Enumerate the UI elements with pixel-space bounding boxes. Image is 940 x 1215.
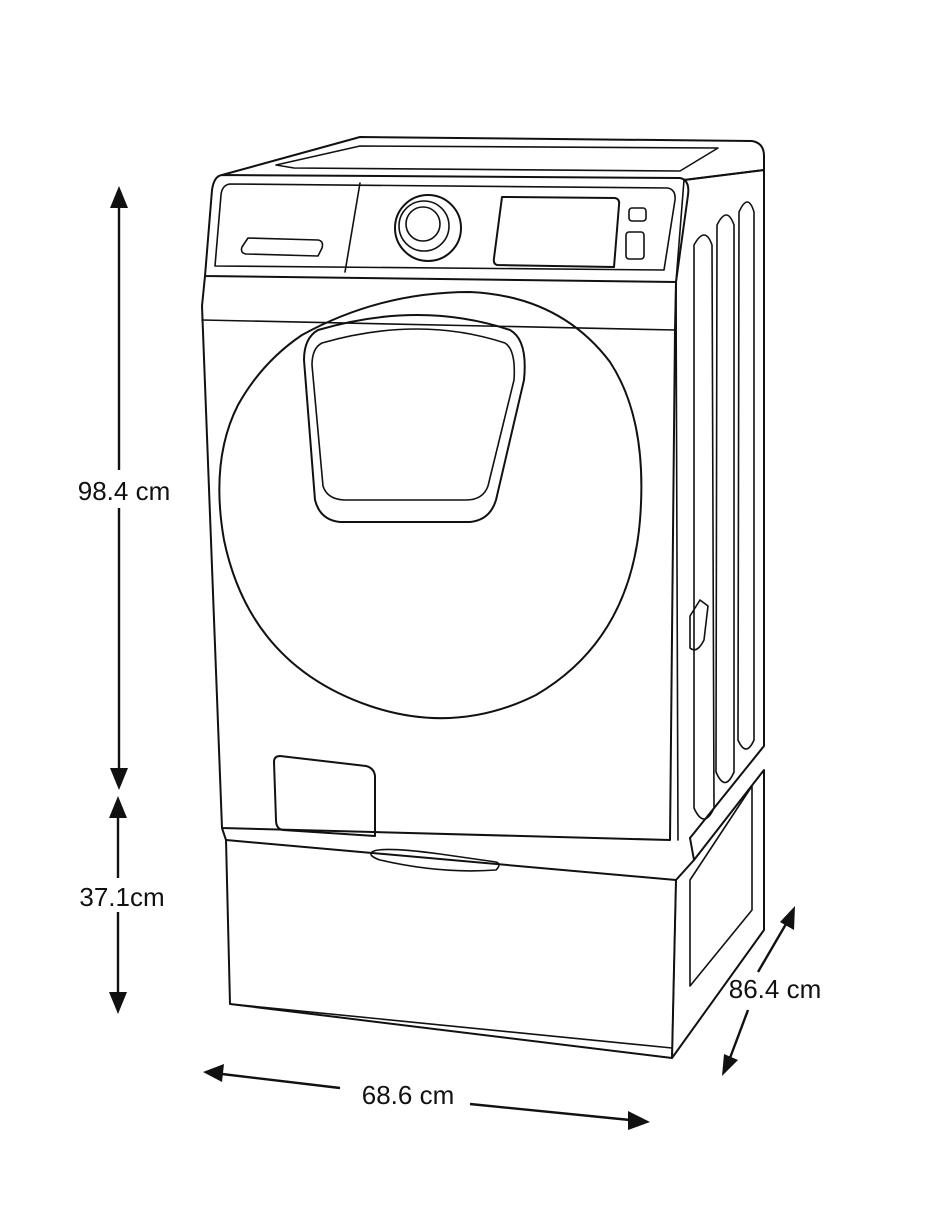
side-rib-1 <box>693 234 715 820</box>
height-arrow-top-head <box>110 186 128 208</box>
width-arrow <box>203 1064 650 1130</box>
depth-label: 86.4 cm <box>729 974 822 1004</box>
washer-side <box>683 169 765 839</box>
pedestal-arrow-top-head <box>109 796 127 818</box>
pedestal-corner <box>671 879 677 1059</box>
start-button <box>625 231 645 260</box>
panel-seam <box>201 319 676 331</box>
pedestal-side <box>671 769 765 1059</box>
pedestal-arrow-bottom-head <box>109 992 127 1014</box>
pedestal-height-arrow <box>109 796 127 1014</box>
washer-height-label: 98.4 cm <box>78 476 171 506</box>
depth-arrow <box>722 906 795 1076</box>
pedestal-top-lip <box>221 827 695 881</box>
width-label: 68.6 cm <box>362 1080 455 1110</box>
pedestal-illustration <box>221 769 765 1059</box>
pedestal-handle <box>370 848 500 872</box>
side-rib-2 <box>715 214 735 784</box>
depth-arrow-bottom-head <box>722 1054 738 1076</box>
washer-front <box>201 275 677 841</box>
washer-top <box>221 136 765 181</box>
pedestal-height-label: 37.1cm <box>79 882 164 912</box>
control-panel-inner <box>214 183 676 271</box>
power-button <box>628 207 647 222</box>
main-door <box>218 291 643 720</box>
side-front-edge-lower <box>675 281 679 841</box>
add-door-window <box>303 314 526 523</box>
add-door-inner <box>311 328 516 501</box>
filter-cover <box>273 755 376 837</box>
side-front-edge <box>675 179 685 283</box>
pedestal-side-panel <box>689 785 753 987</box>
side-rib-3 <box>737 201 755 750</box>
pedestal-bottom-edge <box>229 1003 673 1049</box>
side-latch <box>689 599 709 651</box>
detergent-drawer-handle <box>240 237 324 257</box>
height-arrow-bottom-head <box>110 768 128 790</box>
washer-illustration <box>201 136 765 841</box>
width-arrow-left-head <box>203 1064 224 1082</box>
height-arrow <box>110 186 128 790</box>
panel-divider <box>344 182 361 273</box>
top-lid-recess <box>275 145 719 172</box>
depth-arrow-top-head <box>780 906 795 930</box>
display-screen <box>492 196 621 268</box>
width-arrow-right-head <box>628 1111 650 1130</box>
cycle-dial <box>394 194 462 262</box>
